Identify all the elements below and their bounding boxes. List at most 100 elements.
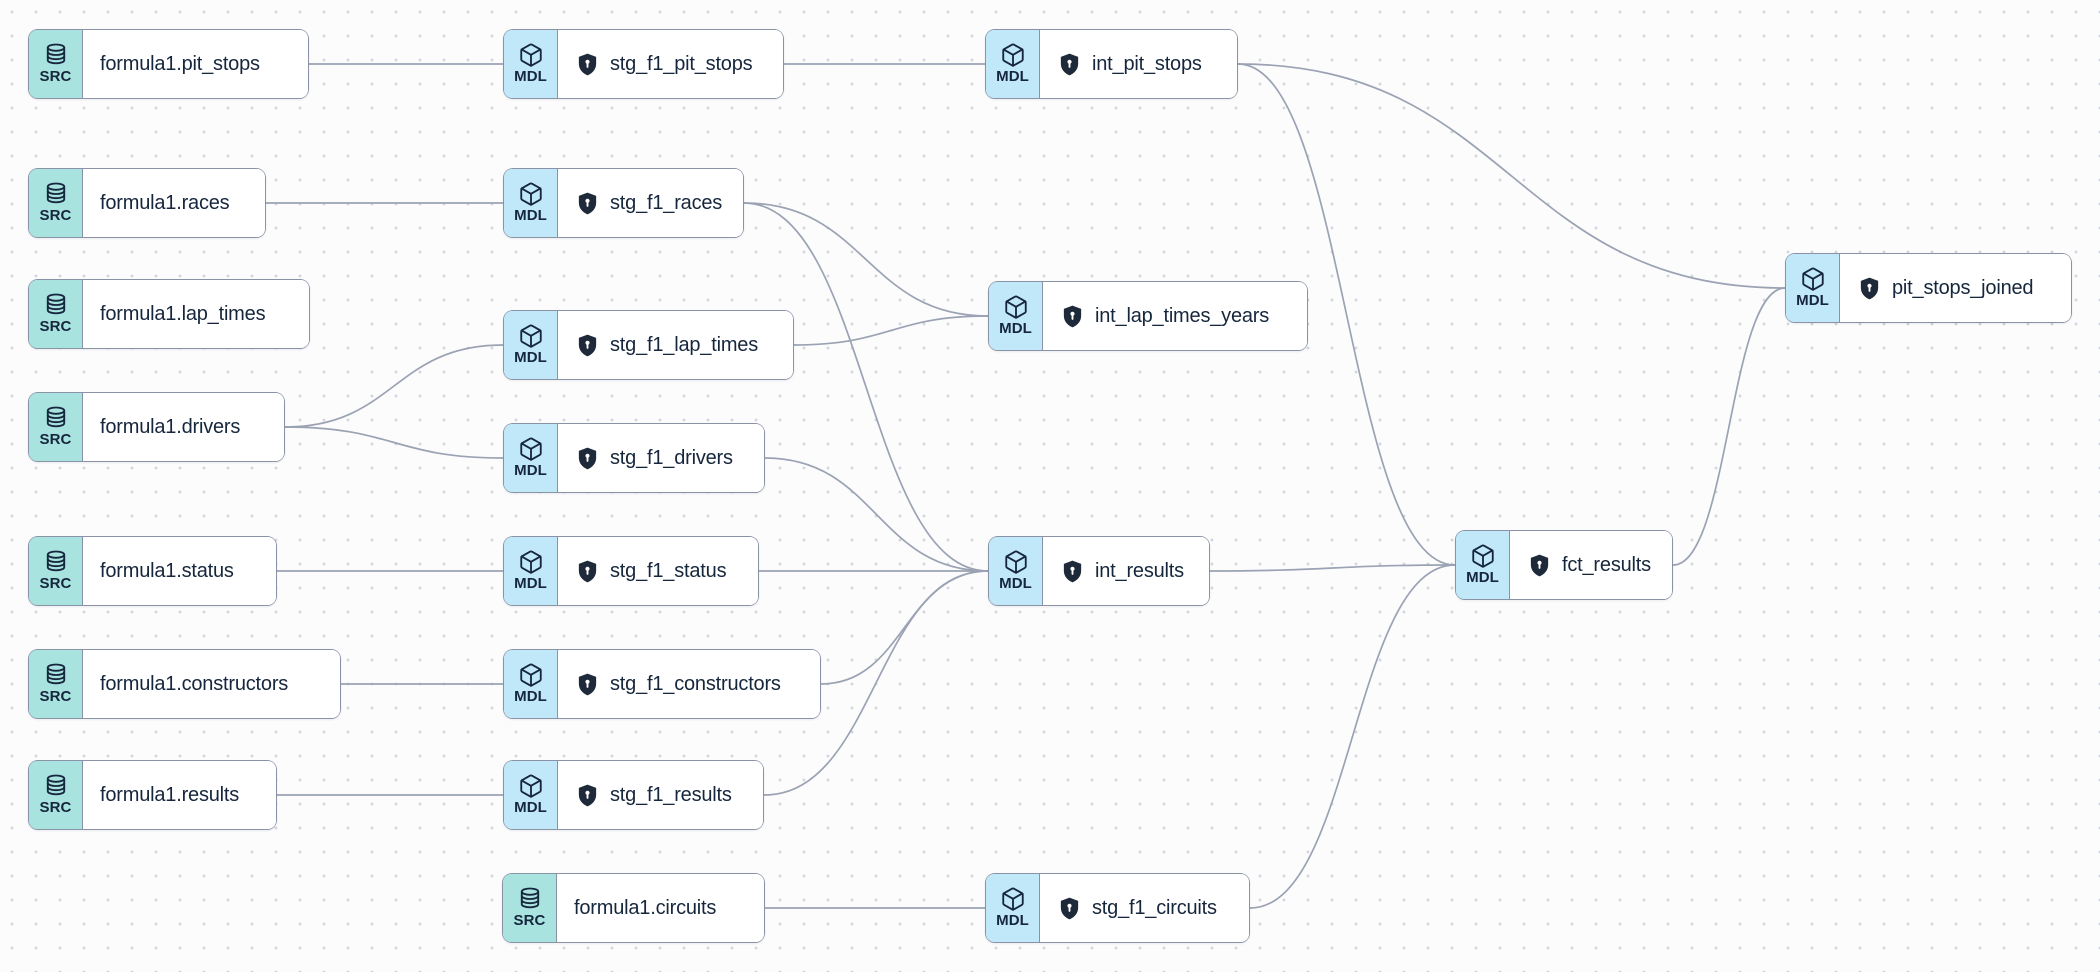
shield-icon xyxy=(578,334,597,356)
node-type-label: SRC xyxy=(39,575,72,593)
edge-stg_constructors-to-int_results xyxy=(820,570,989,685)
node-name-section: int_pit_stops xyxy=(1040,30,1237,98)
dag-node-formula1.drivers[interactable]: SRC formula1.drivers xyxy=(28,392,285,462)
node-type-label: SRC xyxy=(513,912,546,930)
dag-node-pit_stops_joined[interactable]: MDL pit_stops_joined xyxy=(1785,253,2072,323)
node-label: formula1.circuits xyxy=(574,896,717,919)
node-label: formula1.status xyxy=(100,559,234,582)
shield-icon xyxy=(578,447,597,469)
node-type-label: MDL xyxy=(514,349,547,367)
model-badge-section: MDL xyxy=(504,424,558,492)
edge-stg_circuits-to-fct_results xyxy=(1249,564,1456,909)
node-name-section: formula1.results xyxy=(83,761,276,829)
dag-node-formula1.status[interactable]: SRC formula1.status xyxy=(28,536,277,606)
node-name-section: stg_f1_constructors xyxy=(558,650,820,718)
node-name-section: formula1.status xyxy=(83,537,276,605)
node-name-section: formula1.circuits xyxy=(557,874,764,942)
source-badge-section: SRC xyxy=(29,393,83,461)
node-name-section: formula1.pit_stops xyxy=(83,30,308,98)
edge-src_drivers-to-stg_drivers xyxy=(284,426,504,459)
cube-icon xyxy=(519,43,542,68)
cube-icon xyxy=(1001,43,1024,68)
cube-icon xyxy=(519,437,542,462)
dag-node-formula1.circuits[interactable]: SRC formula1.circuits xyxy=(502,873,765,943)
node-type-label: MDL xyxy=(1796,292,1829,310)
node-label: formula1.drivers xyxy=(100,415,241,438)
cube-icon xyxy=(1004,295,1027,320)
node-label: int_results xyxy=(1095,559,1184,582)
node-name-section: formula1.constructors xyxy=(83,650,340,718)
cube-icon xyxy=(519,182,542,207)
dag-node-stg_f1_races[interactable]: MDL stg_f1_races xyxy=(503,168,744,238)
node-name-section: stg_f1_circuits xyxy=(1040,874,1249,942)
source-badge-section: SRC xyxy=(29,280,83,348)
model-badge-section: MDL xyxy=(504,169,558,237)
dag-node-formula1.constructors[interactable]: SRC formula1.constructors xyxy=(28,649,341,719)
model-badge-section: MDL xyxy=(989,282,1043,350)
node-type-label: MDL xyxy=(514,207,547,225)
shield-icon xyxy=(1860,277,1879,299)
node-name-section: stg_f1_races xyxy=(558,169,743,237)
database-icon xyxy=(46,774,65,796)
dag-node-stg_f1_status[interactable]: MDL stg_f1_status xyxy=(503,536,759,606)
edge-int_pit_stops-to-pit_stops_joined xyxy=(1237,63,1786,289)
node-name-section: stg_f1_status xyxy=(558,537,758,605)
dag-node-int_lap_times_years[interactable]: MDL int_lap_times_years xyxy=(988,281,1308,351)
node-name-section: pit_stops_joined xyxy=(1840,254,2071,322)
dag-node-stg_f1_pit_stops[interactable]: MDL stg_f1_pit_stops xyxy=(503,29,784,99)
model-badge-section: MDL xyxy=(504,650,558,718)
database-icon xyxy=(46,293,65,315)
source-badge-section: SRC xyxy=(503,874,557,942)
node-type-label: MDL xyxy=(514,575,547,593)
shield-icon xyxy=(578,784,597,806)
node-label: formula1.pit_stops xyxy=(100,52,260,75)
model-badge-section: MDL xyxy=(504,537,558,605)
node-name-section: stg_f1_results xyxy=(558,761,763,829)
node-type-label: SRC xyxy=(39,318,72,336)
node-type-label: SRC xyxy=(39,688,72,706)
node-label: stg_f1_pit_stops xyxy=(610,52,753,75)
node-label: int_pit_stops xyxy=(1092,52,1202,75)
node-name-section: formula1.drivers xyxy=(83,393,284,461)
source-badge-section: SRC xyxy=(29,169,83,237)
shield-icon xyxy=(578,192,597,214)
dag-node-int_results[interactable]: MDL int_results xyxy=(988,536,1210,606)
node-type-label: MDL xyxy=(514,68,547,86)
dag-node-int_pit_stops[interactable]: MDL int_pit_stops xyxy=(985,29,1238,99)
node-label: formula1.races xyxy=(100,191,230,214)
edge-stg_races-to-int_lap_times_years xyxy=(743,202,989,317)
dag-node-formula1.races[interactable]: SRC formula1.races xyxy=(28,168,266,238)
dag-node-formula1.pit_stops[interactable]: SRC formula1.pit_stops xyxy=(28,29,309,99)
dag-node-formula1.results[interactable]: SRC formula1.results xyxy=(28,760,277,830)
node-label: stg_f1_constructors xyxy=(610,672,781,695)
edge-stg_drivers-to-int_results xyxy=(764,457,989,572)
node-label: int_lap_times_years xyxy=(1095,304,1270,327)
dag-node-stg_f1_drivers[interactable]: MDL stg_f1_drivers xyxy=(503,423,765,493)
node-name-section: fct_results xyxy=(1510,531,1672,599)
shield-icon xyxy=(578,53,597,75)
database-icon xyxy=(46,663,65,685)
model-badge-section: MDL xyxy=(986,30,1040,98)
source-badge-section: SRC xyxy=(29,30,83,98)
node-name-section: int_lap_times_years xyxy=(1043,282,1307,350)
model-badge-section: MDL xyxy=(1456,531,1510,599)
cube-icon xyxy=(519,550,542,575)
dag-node-stg_f1_constructors[interactable]: MDL stg_f1_constructors xyxy=(503,649,821,719)
cube-icon xyxy=(519,774,542,799)
node-type-label: MDL xyxy=(999,575,1032,593)
node-type-label: SRC xyxy=(39,799,72,817)
node-name-section: int_results xyxy=(1043,537,1209,605)
node-label: stg_f1_races xyxy=(610,191,723,214)
shield-icon xyxy=(1063,560,1082,582)
database-icon xyxy=(46,550,65,572)
node-name-section: formula1.lap_times xyxy=(83,280,309,348)
source-badge-section: SRC xyxy=(29,650,83,718)
dag-node-formula1.lap_times[interactable]: SRC formula1.lap_times xyxy=(28,279,310,349)
node-label: stg_f1_drivers xyxy=(610,446,733,469)
